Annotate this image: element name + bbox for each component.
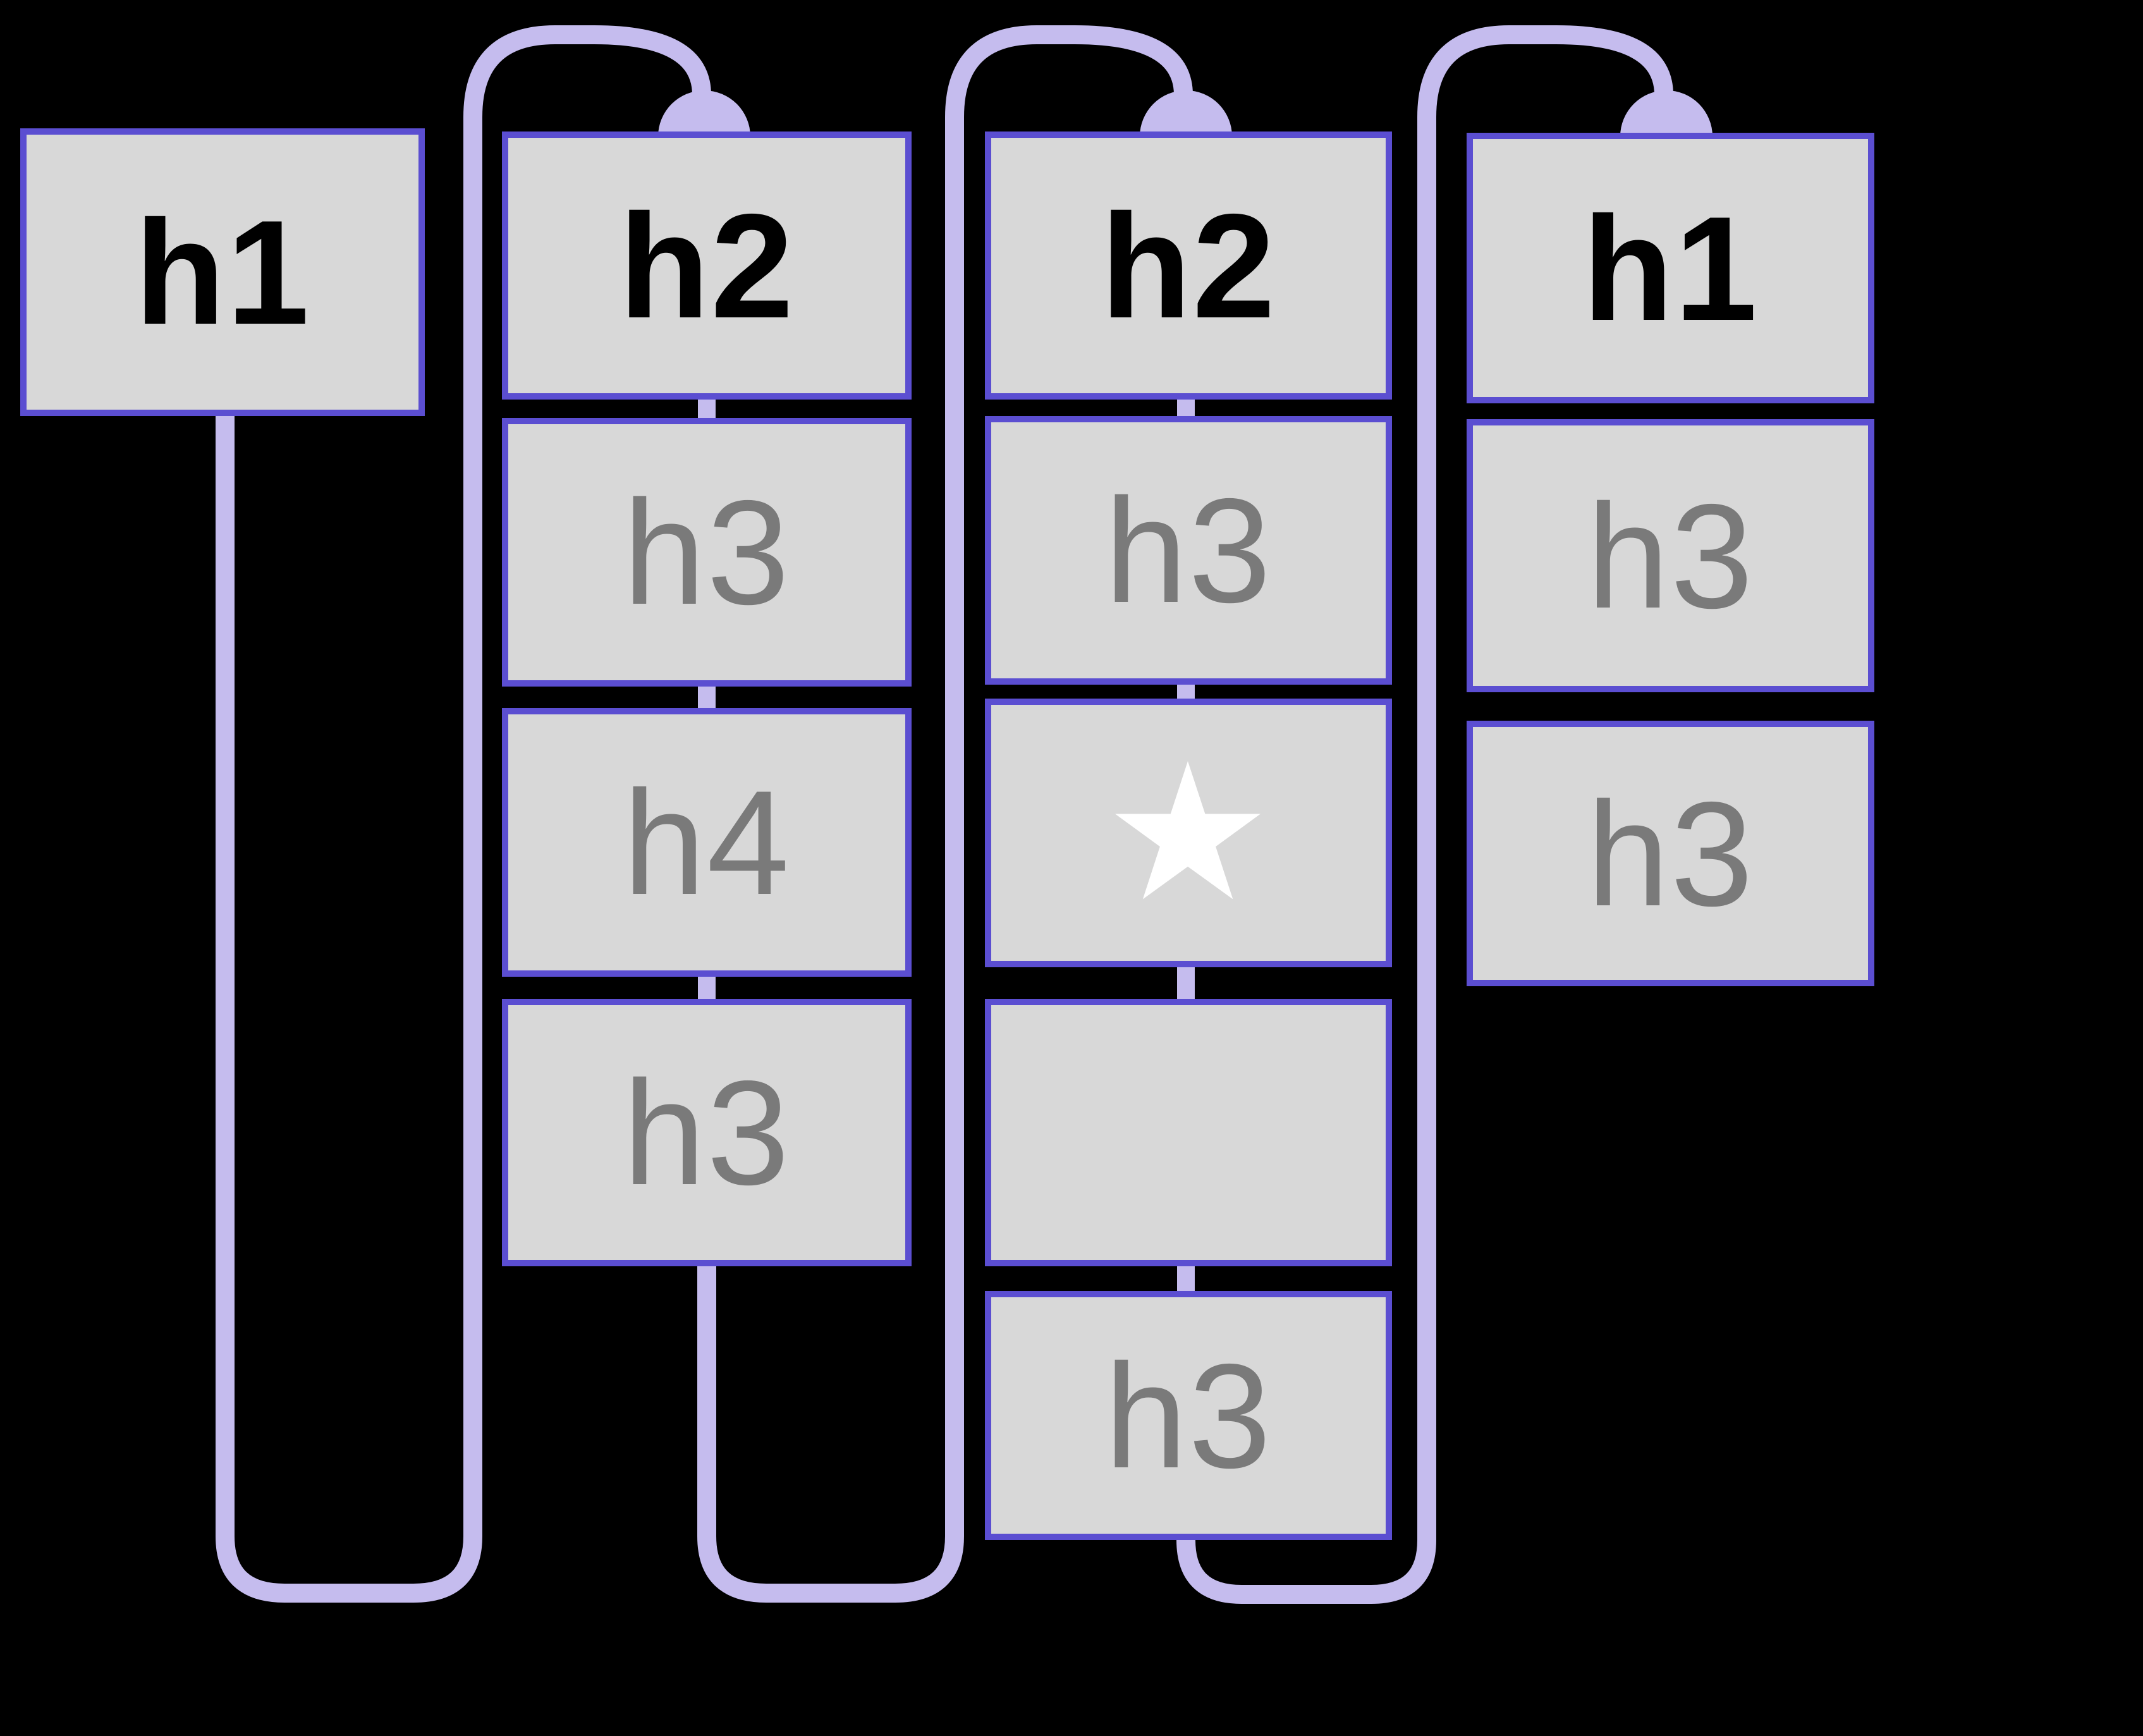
heading-box-h3: h3 (985, 1291, 1392, 1540)
star-box: ★ (985, 699, 1392, 967)
heading-box-h2: h2 (502, 131, 912, 400)
heading-box-h3: h3 (1467, 419, 1874, 692)
drop-marker-icon-3 (1620, 90, 1713, 137)
drop-marker-icon-2 (1140, 90, 1232, 137)
heading-label: h2 (618, 182, 795, 349)
heading-box-h3: h3 (502, 999, 912, 1266)
heading-box-h4: h4 (502, 708, 912, 977)
heading-label: h2 (1100, 182, 1277, 349)
heading-box-h1: h1 (1467, 133, 1874, 403)
heading-label: h3 (1104, 467, 1273, 633)
empty-box (985, 999, 1392, 1266)
heading-label: h1 (1582, 185, 1759, 351)
heading-box-h2: h2 (985, 131, 1392, 400)
heading-box-h1: h1 (20, 128, 425, 416)
heading-label: h3 (623, 469, 791, 635)
heading-label: h1 (134, 189, 311, 355)
heading-label: h4 (623, 759, 791, 926)
heading-label: h3 (1104, 1332, 1273, 1499)
heading-label: h3 (1586, 472, 1755, 639)
heading-box-h3: h3 (985, 416, 1392, 685)
drop-marker-icon-1 (658, 90, 750, 137)
heading-box-h3: h3 (1467, 721, 1874, 986)
star-icon: ★ (1102, 722, 1274, 943)
heading-label: h3 (1586, 770, 1755, 937)
heading-label: h3 (623, 1049, 791, 1216)
heading-box-h3: h3 (502, 418, 912, 687)
